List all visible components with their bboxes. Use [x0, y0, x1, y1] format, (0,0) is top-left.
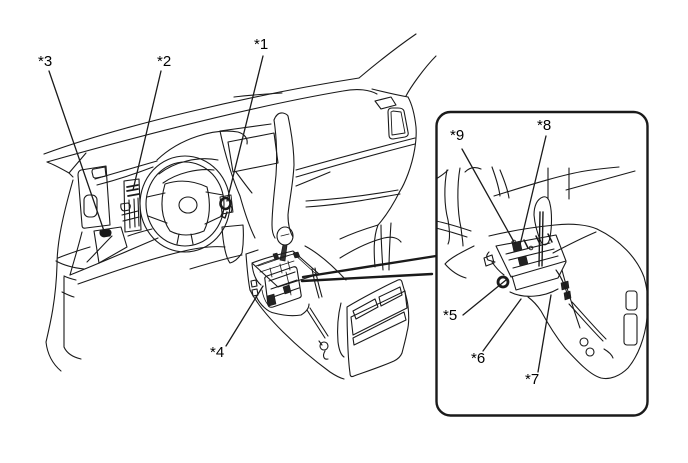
svg-text:*2: *2	[157, 53, 171, 70]
svg-text:*6: *6	[471, 350, 485, 367]
svg-text:*3: *3	[38, 53, 52, 70]
svg-text:*4: *4	[210, 344, 224, 361]
svg-text:*1: *1	[254, 36, 268, 53]
svg-text:*8: *8	[537, 117, 551, 134]
svg-text:*9: *9	[450, 127, 464, 144]
svg-text:*7: *7	[525, 371, 539, 388]
svg-text:*5: *5	[443, 307, 457, 324]
